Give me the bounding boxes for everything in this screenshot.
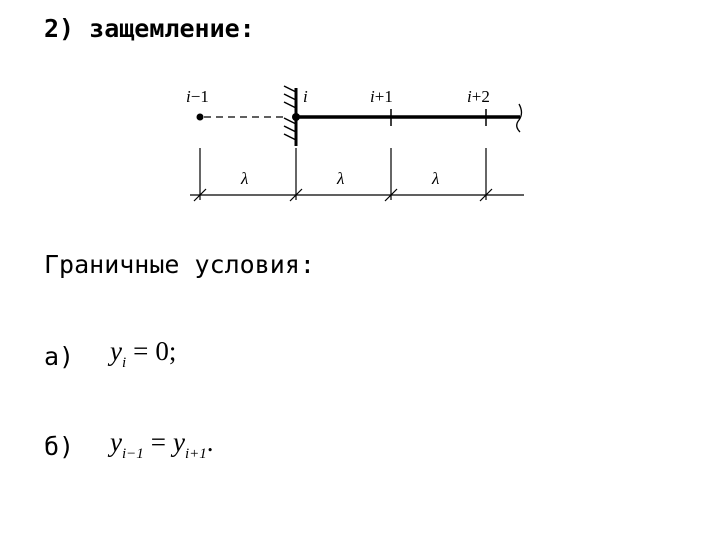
node-label-i: i — [303, 87, 308, 106]
slide-title: 2) защемление: — [44, 14, 255, 43]
span-label-1: λ — [240, 169, 248, 188]
formula-b-rhs-var: y — [173, 427, 185, 457]
formula-b-lhs-var: y — [110, 427, 122, 457]
formula-b-lhs-sub: i−1 — [121, 446, 144, 462]
formula-b-end: . — [206, 427, 214, 457]
formula-a-lhs-var: y — [110, 336, 122, 366]
formula-b-equals: = — [150, 427, 167, 457]
formula-a-equals: = — [133, 336, 149, 366]
condition-b-formula: yi−1=yi+1. — [110, 427, 214, 462]
dimension-line — [190, 148, 524, 202]
node-i — [292, 113, 300, 121]
span-label-2: λ — [336, 169, 344, 188]
beam-break-mark — [516, 103, 523, 133]
formula-b-rhs-sub: i+1 — [185, 446, 207, 462]
span-label-3: λ — [431, 169, 439, 188]
formula-a-lhs-sub: i — [121, 355, 127, 371]
condition-a-label: а) — [44, 342, 75, 371]
fictitious-node — [196, 113, 204, 121]
formula-a-rhs: 0; — [155, 336, 177, 366]
condition-a-formula: yi =0; — [110, 336, 177, 371]
condition-b-label: б) — [44, 432, 75, 461]
node-label-i-plus-2: i+2 — [467, 87, 490, 106]
boundary-conditions-heading: Граничные условия: — [44, 250, 315, 279]
node-label-i-minus-1: i−1 — [186, 87, 209, 106]
node-label-i-plus-1: i+1 — [370, 87, 393, 106]
